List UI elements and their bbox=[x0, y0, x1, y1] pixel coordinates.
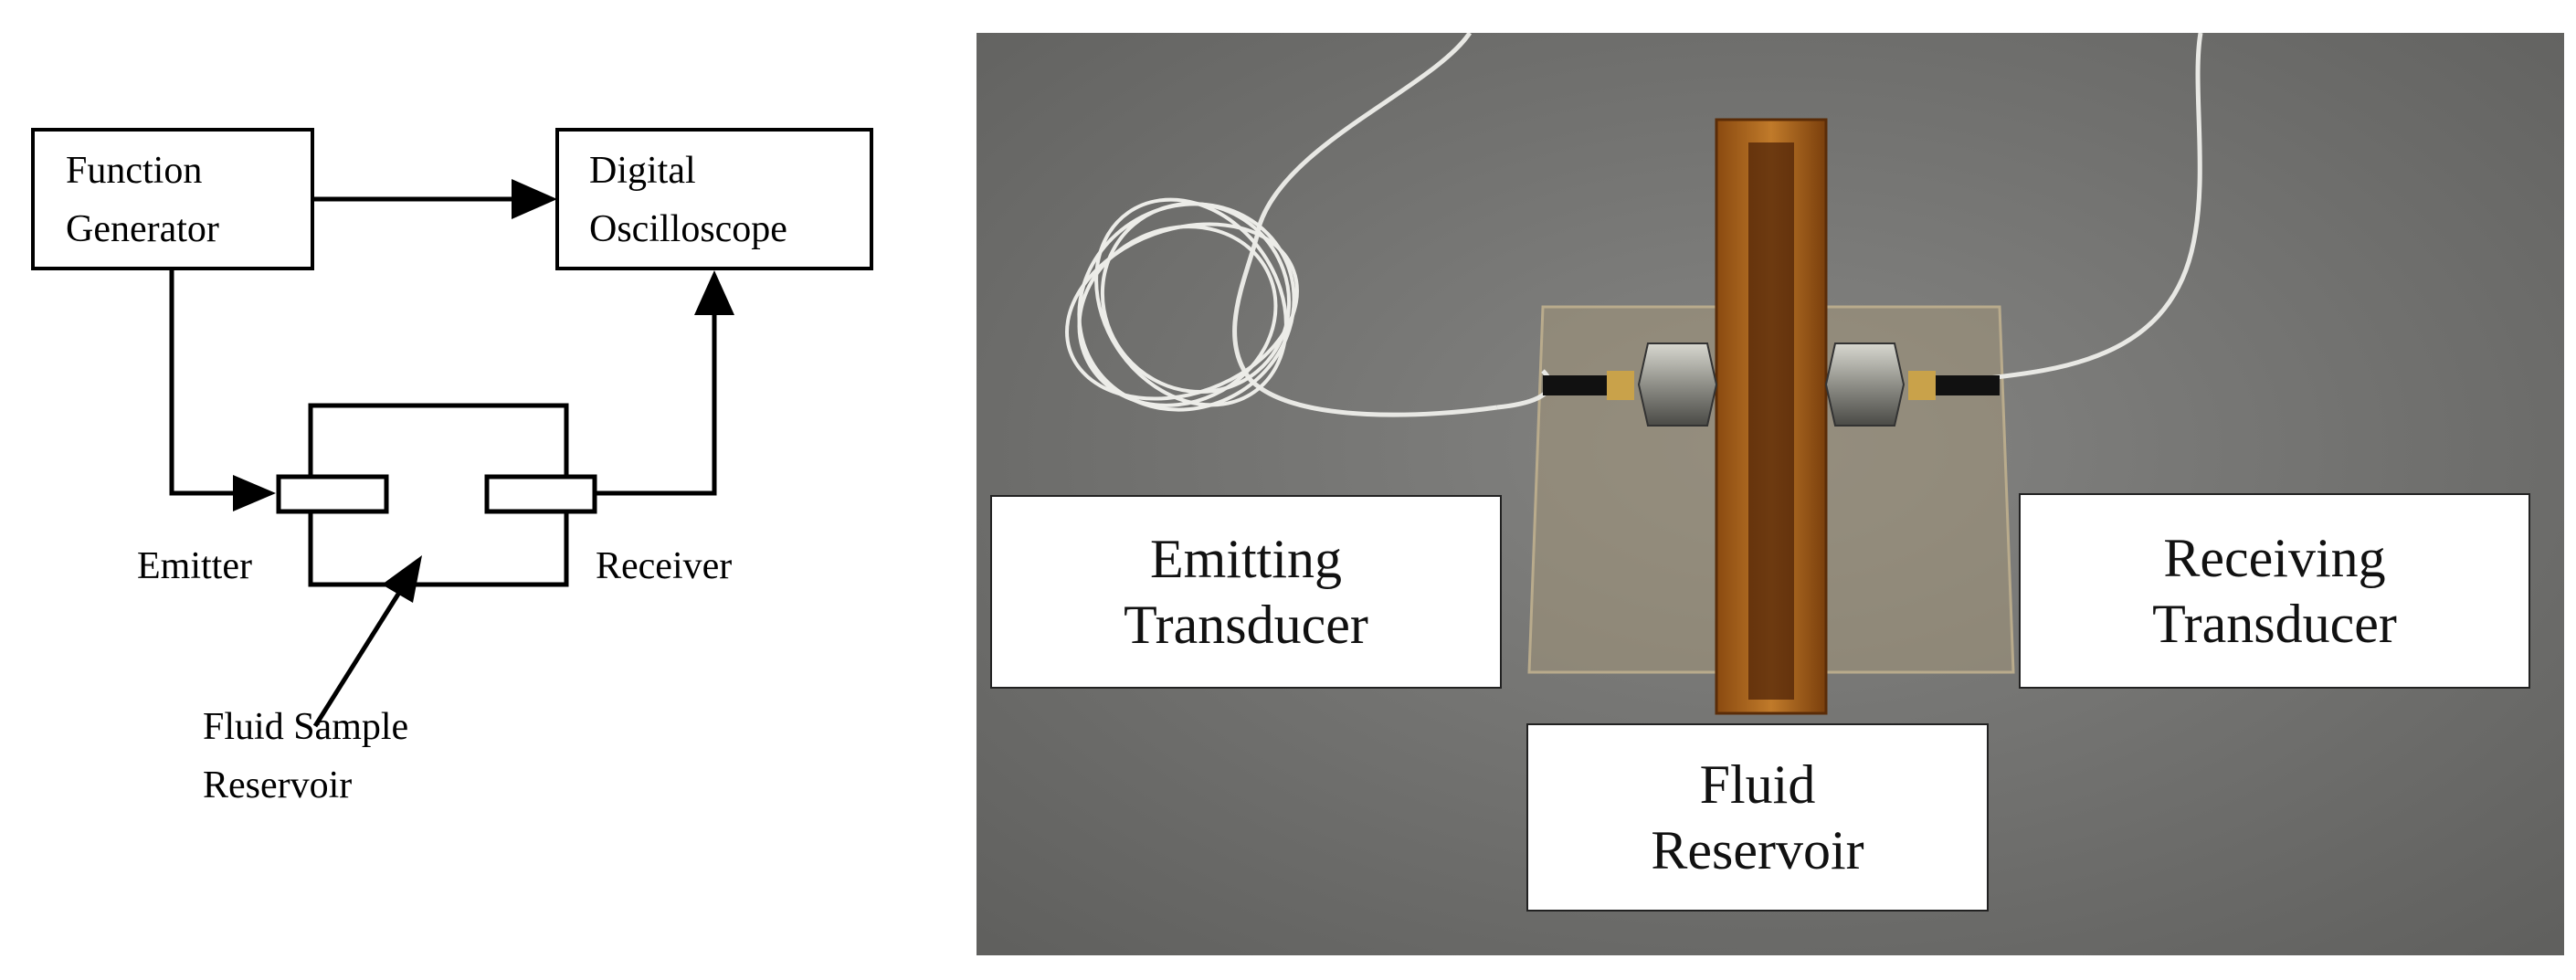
emitter-label: Emitter bbox=[137, 545, 252, 587]
receiver-label: Receiver bbox=[596, 545, 733, 587]
emitter-cable bbox=[1232, 33, 1498, 417]
digital-oscilloscope-line-1: Digital bbox=[589, 150, 696, 192]
emitter-element bbox=[276, 474, 389, 514]
function-generator-line-1: Function bbox=[66, 150, 203, 192]
fluid-sample-reservoir-line-1: Fluid Sample bbox=[203, 706, 409, 748]
fluid-reservoir-line-1: Fluid bbox=[1699, 754, 1816, 815]
apparatus-photo: Emitting Transducer Fluid Reservoir Rece… bbox=[977, 33, 2564, 955]
left-nut bbox=[1637, 342, 1718, 427]
fluid-reservoir-callout: Fluid Reservoir bbox=[1526, 723, 1989, 912]
receiving-transducer-callout: Receiving Transducer bbox=[2019, 493, 2530, 689]
fluid-sample-reservoir-label: Fluid Sample Reservoir bbox=[203, 698, 408, 815]
arrowhead-to-oscilloscope bbox=[512, 179, 557, 219]
coiled-cable bbox=[1065, 197, 1299, 412]
block-diagram: Function Generator Digital Oscilloscope … bbox=[0, 0, 932, 980]
digital-oscilloscope-label: Digital Oscilloscope bbox=[589, 142, 787, 258]
emitting-transducer-line-2: Transducer bbox=[1124, 595, 1368, 655]
diagram-lines bbox=[31, 128, 873, 728]
function-generator-label: Function Generator bbox=[66, 142, 219, 258]
receiving-transducer-line-2: Transducer bbox=[2152, 594, 2397, 654]
fluid-sample-reservoir-line-2: Reservoir bbox=[203, 764, 353, 806]
fluid-reservoir-line-2: Reservoir bbox=[1651, 820, 1864, 880]
receiving-transducer-line-1: Receiving bbox=[2163, 528, 2386, 588]
receiver-cable bbox=[1971, 33, 2203, 383]
right-nut bbox=[1824, 342, 1906, 427]
digital-oscilloscope-line-2: Oscilloscope bbox=[589, 208, 787, 250]
receiver-element bbox=[484, 474, 597, 514]
emitting-transducer-callout: Emitting Transducer bbox=[990, 495, 1502, 689]
emitting-transducer-line-1: Emitting bbox=[1150, 529, 1342, 589]
arrowhead-to-reservoir bbox=[382, 555, 422, 603]
arrowhead-to-emitter bbox=[233, 475, 276, 511]
arrowhead-from-receiver bbox=[694, 270, 734, 315]
function-generator-line-2: Generator bbox=[66, 208, 219, 250]
